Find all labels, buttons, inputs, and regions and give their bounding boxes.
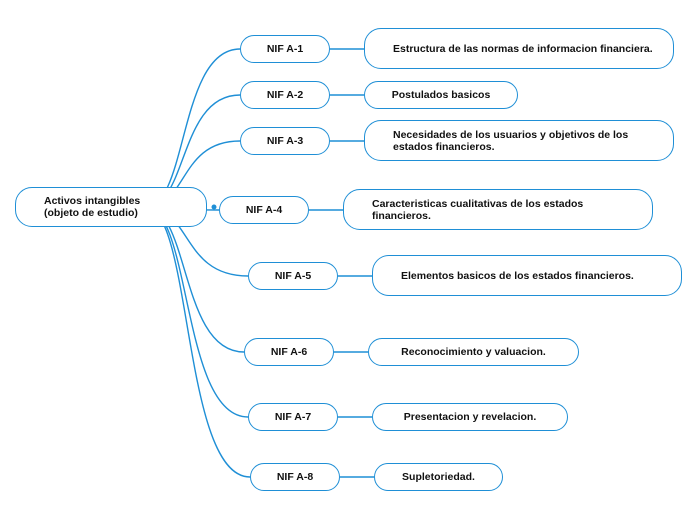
nif-a-4-code: NIF A-4	[245, 204, 283, 216]
nif-a-4-node[interactable]: NIF A-4	[219, 196, 309, 224]
nif-a-3-description: Necesidades de los usuarios y objetivos …	[393, 128, 629, 153]
nif-a-4-description-node[interactable]: Caracteristicas cualitativas de los esta…	[343, 189, 653, 230]
root-connector-dot	[211, 204, 217, 210]
nif-a-6-description-node[interactable]: Reconocimiento y valuacion.	[368, 338, 579, 366]
connector-root-to-nif-a-7	[145, 206, 249, 418]
nif-a-7-node[interactable]: NIF A-7	[248, 403, 338, 431]
nif-a-5-description: Elementos basicos de los estados financi…	[401, 269, 634, 282]
nif-a-1-code: NIF A-1	[266, 43, 304, 55]
nif-a-2-code: NIF A-2	[266, 89, 304, 101]
connector-root-to-nif-a-6	[145, 206, 245, 353]
nif-a-3-node[interactable]: NIF A-3	[240, 127, 330, 155]
nif-a-1-node[interactable]: NIF A-1	[240, 35, 330, 63]
nif-a-7-code: NIF A-7	[274, 411, 312, 423]
nif-a-1-description: Estructura de las normas de informacion …	[393, 42, 653, 55]
nif-a-5-node[interactable]: NIF A-5	[248, 262, 338, 290]
nif-a-4-description: Caracteristicas cualitativas de los esta…	[372, 197, 584, 222]
nif-a-3-code: NIF A-3	[266, 135, 304, 147]
nif-a-2-description: Postulados basicos	[391, 89, 491, 101]
nif-a-8-node[interactable]: NIF A-8	[250, 463, 340, 491]
nif-a-5-code: NIF A-5	[274, 270, 312, 282]
nif-a-6-description: Reconocimiento y valuacion.	[401, 346, 546, 358]
nif-a-2-description-node[interactable]: Postulados basicos	[364, 81, 518, 109]
nif-a-7-description-node[interactable]: Presentacion y revelacion.	[372, 403, 568, 431]
nif-a-5-description-node[interactable]: Elementos basicos de los estados financi…	[372, 255, 682, 296]
nif-a-7-description: Presentacion y revelacion.	[403, 411, 537, 423]
nif-a-8-description-node[interactable]: Supletoriedad.	[374, 463, 503, 491]
nif-a-8-code: NIF A-8	[276, 471, 314, 483]
root-label: Activos intangibles (objeto de estudio)	[44, 195, 141, 219]
connector-root-to-nif-a-1	[145, 48, 241, 208]
nif-a-1-description-node[interactable]: Estructura de las normas de informacion …	[364, 28, 674, 69]
nif-a-8-description: Supletoriedad.	[402, 471, 475, 483]
root-node[interactable]: Activos intangibles (objeto de estudio)	[15, 187, 207, 227]
nif-a-6-node[interactable]: NIF A-6	[244, 338, 334, 366]
nif-a-6-code: NIF A-6	[270, 346, 308, 358]
connector-root-to-nif-a-8	[145, 206, 251, 478]
nif-a-2-node[interactable]: NIF A-2	[240, 81, 330, 109]
nif-a-3-description-node[interactable]: Necesidades de los usuarios y objetivos …	[364, 120, 674, 161]
